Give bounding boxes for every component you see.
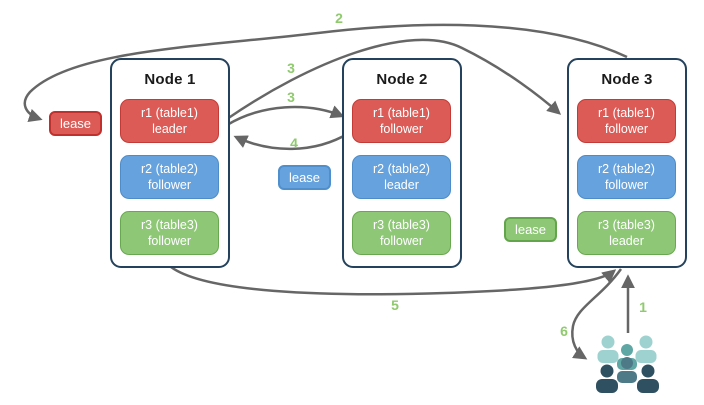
arrow-step6-node3-to-users bbox=[571, 268, 623, 360]
node-2-replica-r2: r2 (table2) leader bbox=[352, 155, 451, 199]
node-3-title: Node 3 bbox=[601, 71, 653, 88]
node-2: Node 2 r1 (table1) follower r2 (table2) … bbox=[342, 58, 462, 268]
node-1-replica-r2: r2 (table2) follower bbox=[120, 155, 219, 199]
lease-badge-r2: lease bbox=[278, 165, 331, 190]
replica-role: follower bbox=[147, 178, 192, 192]
node-1: Node 1 r1 (table1) leader r2 (table2) fo… bbox=[110, 58, 230, 268]
arrow-step3-leader-to-node2 bbox=[226, 105, 345, 127]
replica-label: r3 (table3) bbox=[598, 217, 655, 232]
node-3-replica-r3: r3 (table3) leader bbox=[577, 211, 676, 255]
node-2-replica-r3: r3 (table3) follower bbox=[352, 211, 451, 255]
step-label-3a: 3 bbox=[287, 60, 295, 76]
replica-role: follower bbox=[147, 234, 192, 248]
replica-label: r1 (table1) bbox=[141, 105, 198, 120]
replica-label: r1 (table1) bbox=[598, 105, 655, 120]
step-label-2: 2 bbox=[335, 10, 343, 26]
lease-badge-r3: lease bbox=[504, 217, 557, 242]
node-1-title: Node 1 bbox=[144, 71, 196, 88]
replica-label: r2 (table2) bbox=[598, 161, 655, 176]
replica-role: follower bbox=[604, 178, 649, 192]
replica-label: r1 (table1) bbox=[373, 105, 430, 120]
node-3-replica-r1: r1 (table1) follower bbox=[577, 99, 676, 143]
replica-role: leader bbox=[609, 234, 644, 248]
replica-role: follower bbox=[604, 122, 649, 136]
node-2-replica-r1: r1 (table1) follower bbox=[352, 99, 451, 143]
node-3-replica-r2: r2 (table2) follower bbox=[577, 155, 676, 199]
arrow-step5-node1-to-node3 bbox=[170, 265, 617, 296]
arrow-step3-leader-to-node3 bbox=[226, 38, 562, 121]
replica-label: r3 (table3) bbox=[141, 217, 198, 232]
replica-label: r2 (table2) bbox=[141, 161, 198, 176]
replica-role: follower bbox=[379, 122, 424, 136]
replica-role: follower bbox=[379, 234, 424, 248]
node-2-title: Node 2 bbox=[376, 71, 428, 88]
step-label-5: 5 bbox=[391, 297, 399, 313]
step-label-3b: 3 bbox=[287, 89, 295, 105]
replica-role: leader bbox=[152, 122, 187, 136]
replica-label: r3 (table3) bbox=[373, 217, 430, 232]
node-1-replica-r1: r1 (table1) leader bbox=[120, 99, 219, 143]
node-1-replica-r3: r3 (table3) follower bbox=[120, 211, 219, 255]
step-label-4: 4 bbox=[290, 135, 298, 151]
step-label-1: 1 bbox=[639, 299, 647, 315]
lease-badge-r1: lease bbox=[49, 111, 102, 136]
replica-role: leader bbox=[384, 178, 419, 192]
arrow-step2-node3-to-lease1 bbox=[23, 23, 628, 123]
node-3: Node 3 r1 (table1) follower r2 (table2) … bbox=[567, 58, 687, 268]
users-icon bbox=[596, 335, 659, 393]
step-label-6: 6 bbox=[560, 323, 568, 339]
replica-label: r2 (table2) bbox=[373, 161, 430, 176]
arrow-step4-node2-to-leader bbox=[233, 131, 350, 151]
